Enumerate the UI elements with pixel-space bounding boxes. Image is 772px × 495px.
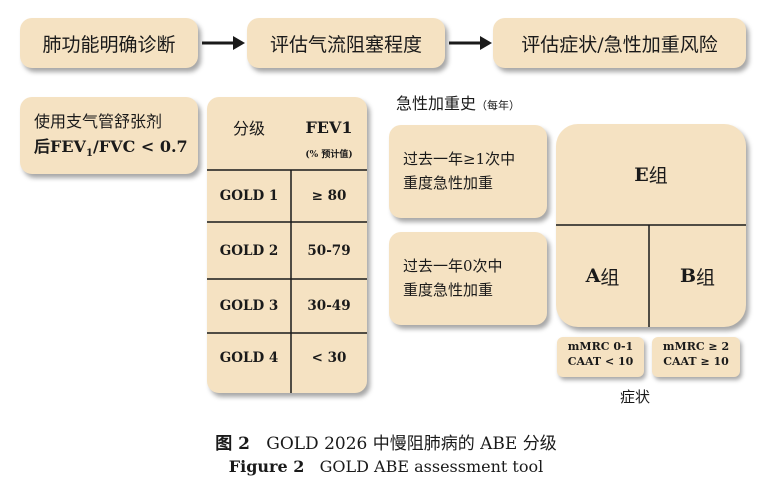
flow-step-airflow-label: 评估气流阻塞程度 (269, 33, 422, 56)
gold-row-grade: GOLD 1 (219, 188, 279, 204)
exacerbation-low-line1: 过去一年0次中 (403, 257, 503, 276)
gold-row-value: 30-49 (307, 298, 351, 314)
gold-header-note: (% 预计值) (305, 149, 353, 160)
symptom-high-line1: mMRC ≥ 2 (662, 340, 730, 353)
symptoms-label: 症状 (620, 388, 651, 406)
gold-row-value: ≥ 80 (311, 188, 347, 204)
criteria-box: 使用支气管舒张剂 后FEV1/FVC < 0.7 (20, 97, 198, 174)
gold-row-grade: GOLD 3 (219, 298, 279, 314)
criteria-line1: 使用支气管舒张剂 (34, 111, 163, 131)
flow-step-spirometry-label: 肺功能明确诊断 (42, 33, 176, 56)
gold-table: 分级 FEV1 (% 预计值) GOLD 1 ≥ 80 GOLD 2 50-79… (207, 97, 367, 393)
flow-step-spirometry: 肺功能明确诊断 (20, 18, 198, 68)
gold-row-value: < 30 (311, 350, 347, 366)
gold-header-grade: 分级 (232, 119, 265, 138)
exacerbation-high-line2: 重度急性加重 (403, 173, 494, 192)
gold-row-value: 50-79 (307, 242, 351, 259)
exacerbation-low-line2: 重度急性加重 (403, 280, 494, 299)
abe-grid-lines (556, 224, 746, 327)
symptom-high-line2: CAAT ≥ 10 (663, 354, 729, 368)
symptom-high-box: mMRC ≥ 2 CAAT ≥ 10 (652, 337, 740, 377)
gold-table-grid (207, 169, 367, 393)
gold-header-fev: FEV1 (305, 117, 353, 137)
arrow-right-icon (449, 36, 492, 50)
exacerbation-title: 急性加重史（每年） (396, 94, 521, 113)
symptom-low-line1: mMRC 0-1 (567, 340, 634, 353)
exacerbation-high-box: 过去一年≥1次中 重度急性加重 (389, 125, 547, 218)
symptom-low-line2: CAAT < 10 (567, 354, 634, 368)
gold-row-grade: GOLD 4 (219, 350, 279, 366)
flow-step-airflow: 评估气流阻塞程度 (247, 18, 445, 68)
flow-step-risk-label: 评估症状/急性加重风险 (521, 33, 718, 56)
arrow-right-icon (202, 36, 245, 50)
symptom-low-box: mMRC 0-1 CAAT < 10 (557, 337, 644, 377)
criteria-line2: 后FEV1/FVC < 0.7 (34, 136, 188, 159)
gold-row-grade: GOLD 2 (219, 242, 279, 259)
exacerbation-low-box: 过去一年0次中 重度急性加重 (389, 232, 547, 325)
flow-step-risk: 评估症状/急性加重风险 (493, 18, 746, 68)
caption-en: Figure 2 GOLD ABE assessment tool (228, 457, 544, 476)
exacerbation-high-line1: 过去一年≥1次中 (403, 150, 516, 169)
caption-zh: 图 2 GOLD 2026 中慢阻肺病的 ABE 分级 (215, 434, 557, 454)
